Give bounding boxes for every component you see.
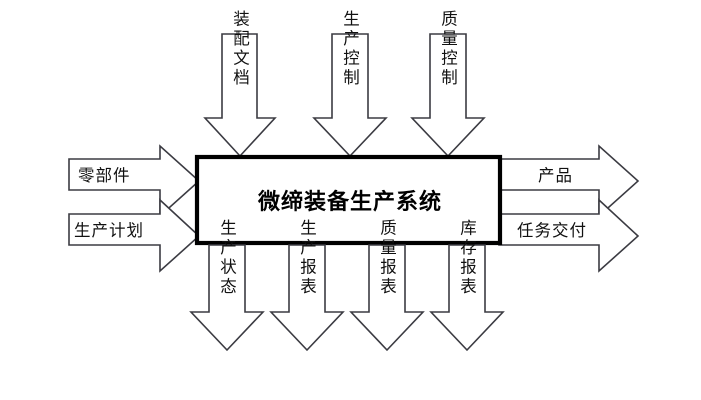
system-box-rect — [194, 154, 503, 246]
control-arrow-3-label: 质量控制 — [439, 10, 458, 88]
control-arrow-1-shape — [203, 33, 277, 158]
output-arrow-2[interactable]: 任务交付 — [498, 198, 640, 273]
control-arrow-1-label: 装配文档 — [231, 10, 250, 88]
input-arrow-2[interactable]: 生产计划 — [68, 198, 201, 273]
bottom-arrow-3-shape — [349, 244, 425, 352]
input-arrow-1-shape — [68, 144, 201, 218]
system-box-label: 微缔装备生产系统 — [257, 189, 442, 215]
output-arrow-1[interactable]: 产品 — [498, 144, 640, 218]
input-arrow-1-label: 零部件 — [78, 166, 131, 185]
bottom-arrow-2-shape — [269, 244, 345, 352]
control-arrow-2-shape — [312, 33, 388, 158]
system-box[interactable]: 微缔装备生产系统 — [194, 154, 503, 246]
bottom-arrow-4-shape — [429, 244, 505, 352]
output-arrow-1-label: 产品 — [538, 166, 573, 185]
bottom-arrow-2-label: 生产报表 — [298, 219, 317, 297]
bottom-arrow-3[interactable]: 质量报表 — [349, 219, 425, 352]
output-arrow-2-label: 任务交付 — [517, 221, 587, 240]
bottom-arrow-1[interactable]: 生产状态 — [189, 219, 265, 352]
control-arrow-2-label: 生产控制 — [341, 10, 360, 88]
control-arrow-3[interactable]: 质量控制 — [410, 10, 486, 158]
bottom-arrow-4-label: 库存报表 — [458, 219, 477, 297]
output-arrow-1-shape — [498, 144, 640, 218]
input-arrow-1[interactable]: 零部件 — [68, 144, 201, 218]
output-arrow-2-shape — [498, 198, 640, 273]
control-arrow-1[interactable]: 装配文档 — [203, 10, 277, 158]
bottom-arrow-1-label: 生产状态 — [218, 219, 237, 297]
bottom-arrow-1-shape — [189, 244, 265, 352]
bottom-arrow-3-label: 质量报表 — [378, 219, 397, 297]
bottom-arrow-2[interactable]: 生产报表 — [269, 219, 345, 352]
control-arrow-2[interactable]: 生产控制 — [312, 10, 388, 158]
bottom-arrow-4[interactable]: 库存报表 — [429, 219, 505, 352]
input-arrow-2-shape — [68, 198, 201, 273]
control-arrow-3-shape — [410, 33, 486, 158]
input-arrow-2-label: 生产计划 — [74, 221, 144, 240]
